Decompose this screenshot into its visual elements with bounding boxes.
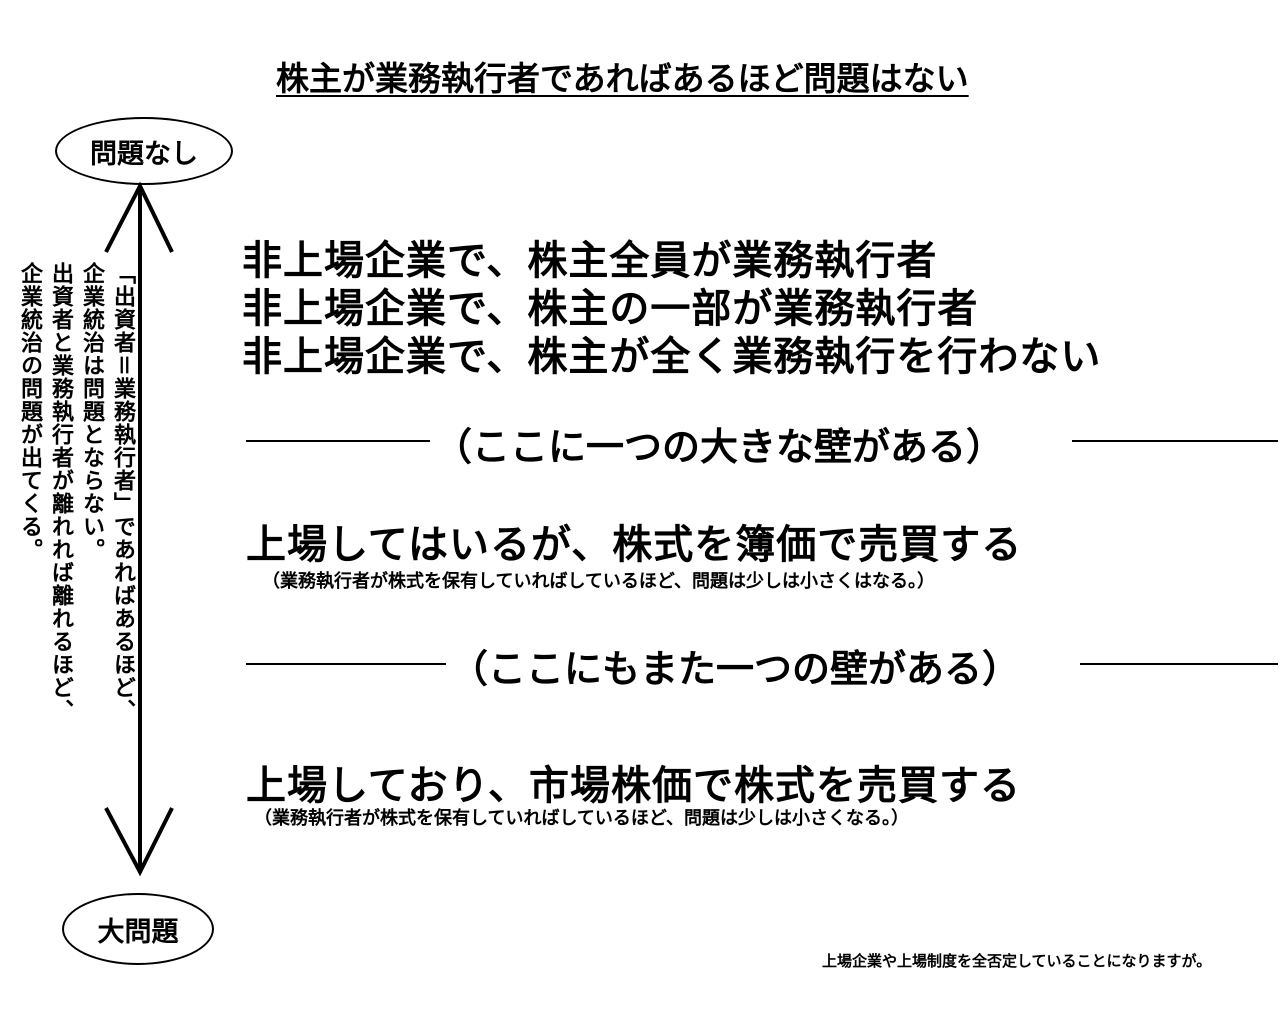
bottom-label-ellipse: 大問題 bbox=[62, 893, 214, 965]
diagram-title: 株主が業務執行者であればあるほど問題はない bbox=[276, 59, 969, 98]
wall1-line-left bbox=[246, 440, 430, 442]
level-line-2: 非上場企業で、株主の一部が業務執行者 bbox=[242, 286, 979, 332]
level-note-5: （業務執行者が株式を保有していればしているほど、問題は少しは小さくなる。） bbox=[254, 808, 910, 829]
footnote: 上場企業や上場制度を全否定していることになりますが。 bbox=[822, 952, 1212, 970]
level-line-3: 非上場企業で、株主が全く業務執行を行わない bbox=[242, 334, 1102, 380]
wall2-line-left bbox=[246, 663, 446, 665]
level-line-4: 上場してはいるが、株式を簿価で売買する bbox=[246, 522, 1023, 568]
wall2-line-right bbox=[1080, 663, 1278, 665]
wall1-text: （ここに一つの大きな壁がある） bbox=[434, 425, 1005, 469]
wall2-text: （ここにもまた一つの壁がある） bbox=[450, 647, 1021, 691]
side-explanation: 「出資者＝業務執行者」であればあるほど、 企業統治は問題とならない。 出資者と業… bbox=[17, 262, 135, 723]
double-arrow bbox=[104, 181, 174, 877]
level-note-4: （業務執行者が株式を保有していればしているほど、問題は少しは小さくはなる。） bbox=[262, 571, 936, 592]
wall1-line-right bbox=[1072, 440, 1278, 442]
bottom-label: 大問題 bbox=[97, 916, 179, 948]
top-label-ellipse: 問題なし bbox=[55, 117, 233, 185]
arrow-head-up bbox=[104, 181, 174, 253]
level-line-1: 非上場企業で、株主全員が業務執行者 bbox=[242, 238, 938, 284]
level-line-5: 上場しており、市場株価で株式を売買する bbox=[246, 763, 1021, 809]
top-label: 問題なし bbox=[90, 138, 198, 170]
arrow-head-down bbox=[104, 807, 174, 877]
